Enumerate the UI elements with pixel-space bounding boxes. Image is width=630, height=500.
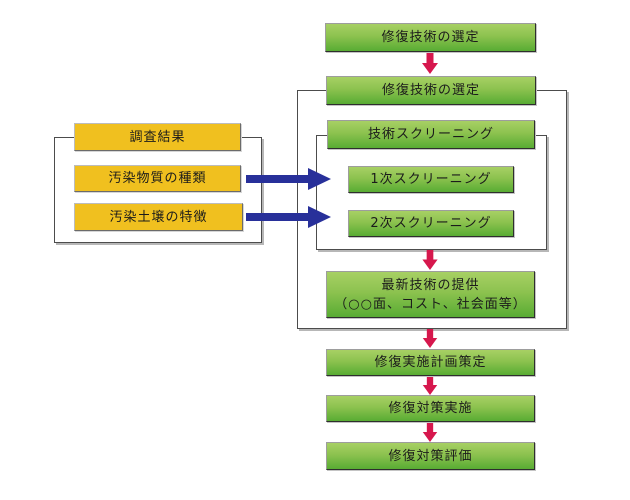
box-label: 2次スクリーニング — [370, 216, 492, 231]
box-tech-screening: 技術スクリーニング — [327, 120, 535, 149]
box-survey-results: 調査結果 — [74, 123, 241, 151]
box-screening-1st: 1次スクリーニング — [348, 166, 514, 193]
down-arrow-icon — [422, 329, 438, 348]
box-label-line1: 最新技術の提供 — [381, 277, 480, 293]
box-label: 修復対策評価 — [388, 448, 473, 464]
box-label: 修復技術の選定 — [381, 30, 480, 45]
box-label: 修復実施計画策定 — [374, 355, 487, 370]
down-arrow-icon — [422, 250, 438, 270]
right-arrow-icon — [246, 206, 331, 228]
box-label: 1次スクリーニング — [370, 172, 492, 187]
down-arrow-icon — [422, 423, 438, 442]
box-remediation-selection-top: 修復技術の選定 — [325, 23, 536, 52]
box-measures-implementation: 修復対策実施 — [326, 395, 535, 422]
box-label: 汚染物質の種類 — [108, 171, 207, 186]
down-arrow-icon — [422, 376, 438, 395]
box-label-line2: （○○面、コスト、社会面等） — [334, 296, 527, 312]
down-arrow-icon — [422, 53, 438, 74]
box-pollutant-type: 汚染物質の種類 — [74, 165, 241, 192]
box-implementation-plan: 修復実施計画策定 — [326, 349, 535, 376]
box-label: 技術スクリーニング — [367, 127, 494, 142]
box-soil-characteristics: 汚染土壌の特徴 — [74, 203, 243, 231]
box-measures-evaluation: 修復対策評価 — [326, 442, 535, 470]
box-label: 汚染土壌の特徴 — [109, 209, 208, 225]
box-label: 調査結果 — [129, 129, 186, 145]
box-label: 修復技術の選定 — [381, 83, 480, 98]
box-remediation-selection: 修復技術の選定 — [326, 76, 536, 105]
right-arrow-icon — [246, 168, 331, 190]
box-label: 修復対策実施 — [388, 401, 473, 416]
box-screening-2nd: 2次スクリーニング — [348, 210, 514, 237]
box-latest-technology: 最新技術の提供 （○○面、コスト、社会面等） — [326, 271, 535, 318]
